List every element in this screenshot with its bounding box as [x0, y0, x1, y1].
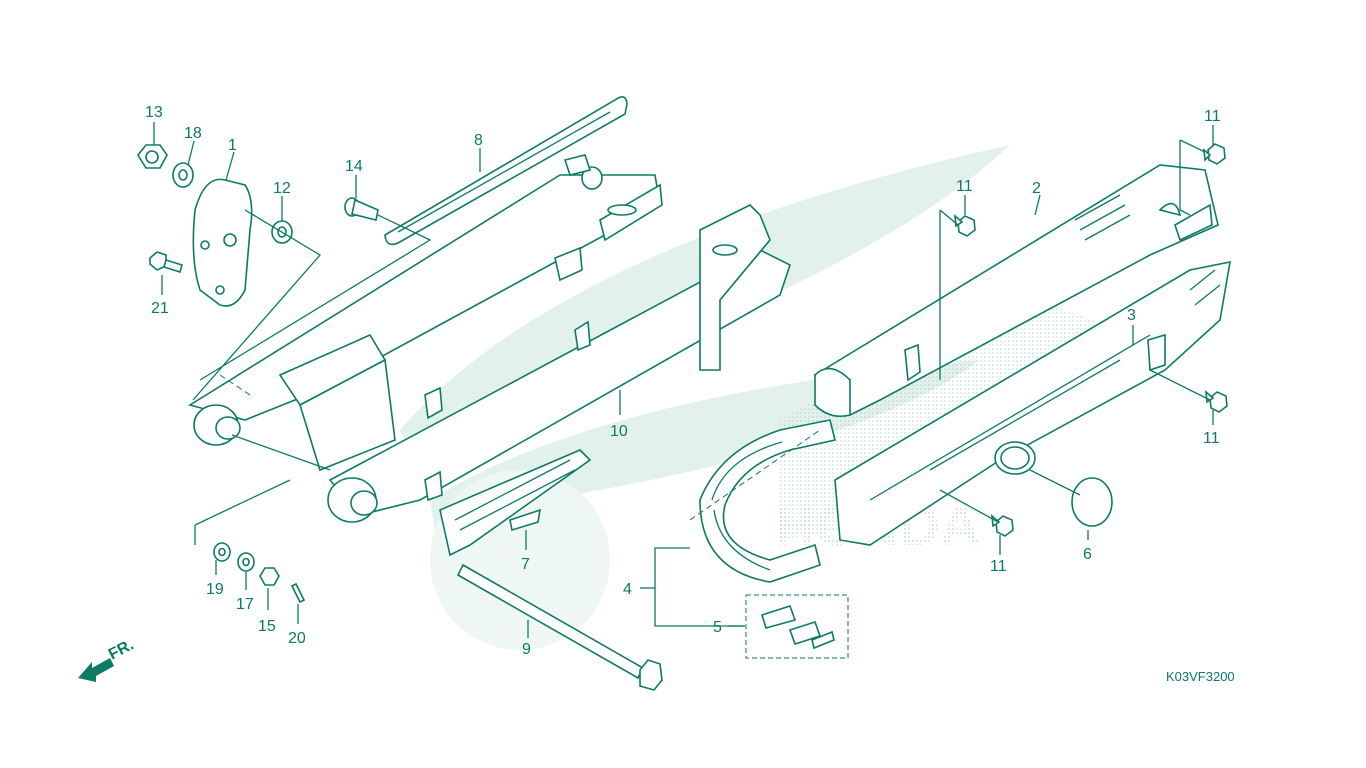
cotter-pin-20 [290, 582, 306, 604]
leader-lines [153, 122, 1214, 638]
nut-15 [259, 567, 280, 586]
bolt-21 [149, 251, 183, 274]
axle-plate [192, 178, 253, 307]
callout-20: 20 [288, 630, 306, 647]
washer-19 [213, 542, 231, 562]
callout-14: 14 [345, 158, 363, 175]
callout-11-top-right: 11 [1204, 108, 1221, 125]
chain-case-lower-3 [834, 260, 1231, 546]
callout-5: 5 [713, 619, 722, 636]
bolt-11-lower [991, 514, 1014, 537]
swing-arm [188, 154, 791, 523]
callout-4: 4 [623, 581, 632, 598]
bolt-14 [344, 197, 379, 221]
callout-8: 8 [474, 132, 483, 149]
inspection-hole [994, 441, 1036, 475]
bolt-11-top-right [1203, 143, 1226, 165]
callout-13: 13 [145, 104, 163, 121]
callout-18: 18 [184, 125, 202, 142]
washer-18 [172, 162, 194, 188]
callout-19: 19 [206, 581, 224, 598]
bolt-11-upper [954, 214, 976, 237]
callout-11-right: 11 [1203, 430, 1220, 447]
callout-2: 2 [1032, 180, 1041, 197]
callout-17: 17 [236, 596, 254, 613]
chain-slider-strip [384, 96, 628, 246]
callout-15: 15 [258, 618, 276, 635]
callout-9: 9 [522, 641, 531, 658]
inspection-cap-6 [1071, 477, 1113, 527]
callout-12: 12 [273, 180, 291, 197]
bolt-11-right [1205, 390, 1228, 413]
washer-17 [237, 552, 255, 572]
chain-case-upper-2 [813, 164, 1219, 418]
callout-1: 1 [228, 137, 237, 154]
callout-6: 6 [1083, 546, 1092, 563]
nut-13 [137, 144, 168, 169]
diagram-code: K03VF3200 [1166, 669, 1235, 684]
callout-7: 7 [521, 556, 530, 573]
drive-chain-4 [699, 419, 836, 583]
callout-11-upper: 11 [956, 178, 973, 195]
callout-11-lower: 11 [990, 558, 1007, 575]
callout-21: 21 [151, 300, 169, 317]
master-link-kit-5 [745, 594, 849, 659]
pivot-bolt-9 [456, 563, 663, 691]
callout-10: 10 [610, 423, 628, 440]
chain-guide-7 [439, 449, 592, 557]
callout-3: 3 [1127, 307, 1136, 324]
front-arrow-icon: FR. [78, 636, 137, 682]
